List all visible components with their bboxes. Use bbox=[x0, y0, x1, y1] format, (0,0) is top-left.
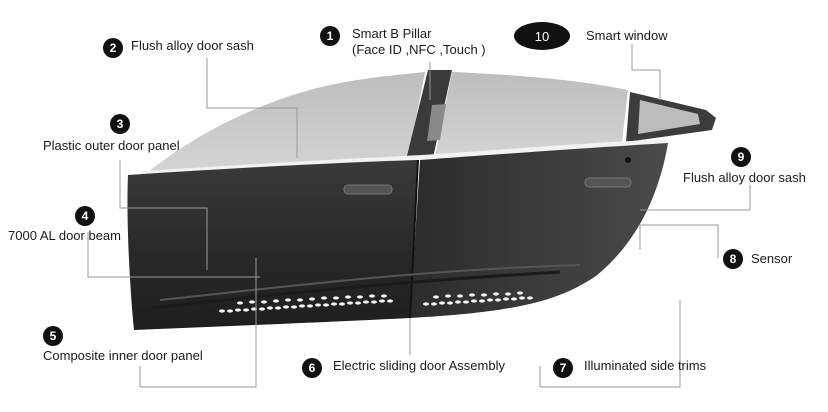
callout-label-8: Sensor bbox=[751, 251, 793, 266]
callout-badge-5: 5 bbox=[43, 326, 63, 346]
callout-badge-10: 10 bbox=[514, 22, 570, 50]
rear-door-body bbox=[410, 143, 668, 318]
callout-label-10: Smart window bbox=[586, 28, 668, 43]
callout-label-2: Flush alloy door sash bbox=[131, 38, 254, 53]
leader-lines bbox=[87, 44, 751, 388]
callout-badge-1: 1 bbox=[320, 26, 340, 46]
callout-label-3: Plastic outer door panel bbox=[43, 138, 180, 153]
callout-badge-4: 4 bbox=[75, 206, 95, 226]
callout-label-1: Smart B Pillar (Face ID ,NFC ,Touch ) bbox=[352, 26, 486, 58]
callout-badge-7: 7 bbox=[553, 358, 573, 378]
callout-label-7: Illuminated side trims bbox=[584, 358, 707, 373]
rear-window-glass bbox=[435, 72, 628, 156]
callout-label-6: Electric sliding door Assembly bbox=[333, 358, 505, 373]
callout-label-1-line2: (Face ID ,NFC ,Touch ) bbox=[352, 42, 486, 57]
callout-badge-2: 2 bbox=[103, 38, 123, 58]
rear-door-handle bbox=[584, 177, 632, 188]
illuminated-side-trim-front bbox=[219, 294, 393, 313]
callout-badge-9: 9 bbox=[731, 147, 751, 167]
callout-badge-6: 6 bbox=[302, 358, 322, 378]
callout-label-1-line1: Smart B Pillar bbox=[352, 26, 432, 41]
callout-label-9: Flush alloy door sash bbox=[683, 170, 806, 185]
front-door-handle bbox=[343, 184, 393, 195]
callout-label-4: 7000 AL door beam bbox=[8, 228, 121, 243]
b-pillar bbox=[406, 70, 452, 160]
callout-label-5: Composite inner door panel bbox=[43, 348, 203, 363]
callout-badge-8: 8 bbox=[723, 249, 743, 269]
illuminated-side-trim-rear bbox=[423, 291, 533, 306]
front-window-glass bbox=[148, 72, 425, 172]
callout-badge-3: 3 bbox=[110, 114, 130, 134]
